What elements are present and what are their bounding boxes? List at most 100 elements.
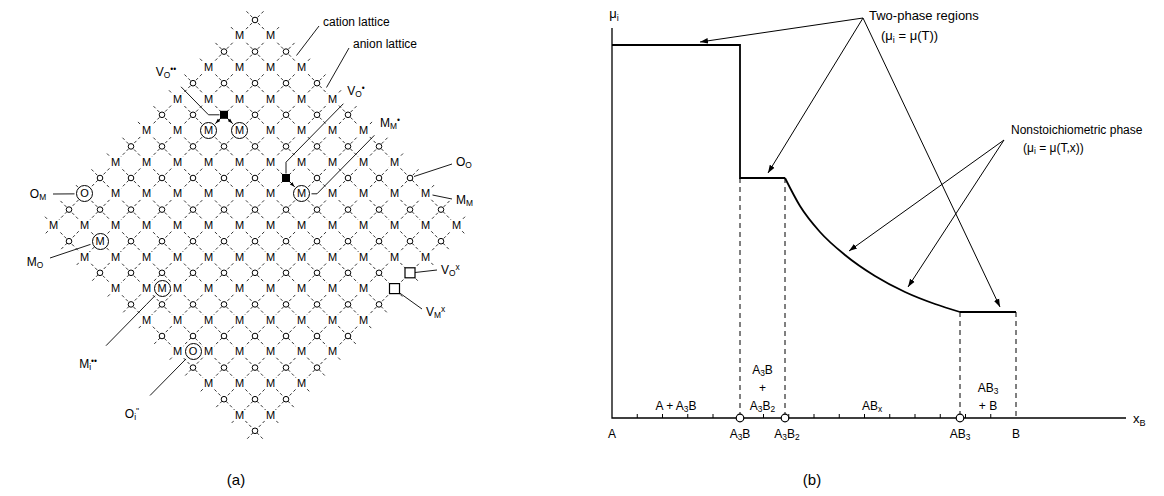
anion-site (376, 270, 382, 276)
anion-site (190, 302, 196, 308)
lattice-line (246, 217, 465, 440)
site-letter: M (95, 236, 104, 247)
lattice-site-letter: M (420, 252, 431, 263)
annotation: (μi = μ(T)) (880, 28, 939, 44)
anion-site (252, 396, 258, 402)
text-part: M (79, 357, 89, 371)
lattice-site-letter: M (234, 30, 245, 41)
site-letter: M (235, 125, 244, 136)
charge-transfer-arrow (228, 119, 233, 124)
defect-site-circle: O (185, 343, 202, 360)
lattice-site-letter: M (172, 188, 183, 199)
leader-line (312, 135, 375, 194)
anion-site (190, 112, 196, 118)
anion-site (97, 270, 103, 276)
compound-marker (956, 414, 964, 422)
text-part: AB (862, 399, 878, 413)
lattice-site-letter: M (172, 252, 183, 263)
anion-site (345, 175, 351, 181)
lattice-site-letter: M (203, 378, 214, 389)
anion-site (159, 207, 165, 213)
lattice-site-letter: M (327, 283, 338, 294)
text-part: A (750, 399, 758, 413)
lattice-site-letter: M (296, 157, 307, 168)
leader-line (286, 104, 343, 174)
axis-tick (687, 414, 688, 418)
anion-site (159, 175, 165, 181)
leader-line (414, 164, 452, 177)
anion-site (128, 144, 134, 150)
defect-site-circle: M (200, 122, 217, 139)
axis-tick (915, 414, 916, 418)
lattice-site-letter: M (203, 315, 214, 326)
lattice-site-letter: M (358, 315, 369, 326)
anion-site (283, 396, 289, 402)
lattice-site-letter: M (358, 252, 369, 263)
text-part: B (689, 399, 697, 413)
anion-site (345, 302, 351, 308)
text-part: •• (91, 356, 97, 366)
anion-site (283, 238, 289, 244)
text-part: x (456, 262, 460, 272)
lattice-site-letter: M (110, 188, 121, 199)
text-part: 2 (795, 432, 800, 442)
phase-boundary-line (740, 178, 741, 418)
text-part: M (456, 193, 466, 207)
defect-label: VOx (440, 263, 461, 277)
leader-line (433, 195, 453, 199)
neutral-vacancy (390, 284, 400, 294)
text-part: M (380, 116, 390, 130)
lattice-line (138, 106, 357, 329)
anion-site (314, 80, 320, 86)
text-part: B (765, 363, 773, 377)
text-part: 3 (760, 368, 765, 378)
anion-site (97, 175, 103, 181)
text-part: M (27, 255, 37, 269)
anion-site (159, 144, 165, 150)
two-phase-plateau (960, 311, 1016, 313)
lattice-line (76, 43, 295, 266)
lattice-site-letter: M (48, 220, 59, 231)
two-phase-plateau (612, 45, 785, 178)
composition-label: A3B (729, 427, 752, 441)
site-letter: M (297, 188, 306, 199)
text-part: M (466, 198, 473, 208)
lattice-line (107, 75, 326, 298)
leader-line (106, 296, 155, 346)
lattice-site-letter: M (296, 283, 307, 294)
axis-tick (990, 414, 991, 418)
leader-line (297, 26, 320, 56)
lattice-site-letter: M (265, 157, 276, 168)
anion-site (221, 302, 227, 308)
lattice-site-letter: M (110, 283, 121, 294)
anion-site (252, 428, 258, 434)
site-letter: O (189, 346, 198, 357)
axis-label: μi (608, 6, 620, 22)
defect-label: Oi'' (124, 407, 140, 421)
lattice-site-letter: M (172, 125, 183, 136)
lattice-line (200, 59, 419, 282)
axis-tick (965, 414, 966, 418)
defect-label: Mi•• (78, 357, 98, 371)
annotation: Two-phase regions (868, 8, 980, 24)
site-label: OO (455, 155, 473, 169)
anion-site (252, 270, 258, 276)
region-label: + (758, 381, 767, 395)
lattice-site-letter: M (296, 220, 307, 231)
region-label: + B (978, 399, 998, 413)
anion-site (252, 112, 258, 118)
lattice-line (215, 185, 434, 408)
anion-site (314, 365, 320, 371)
axis-tick (839, 414, 840, 418)
lattice-site-letter: M (358, 157, 369, 168)
text-part: O (449, 268, 456, 278)
text-part: A (774, 427, 782, 441)
defect-label: VO• (346, 84, 365, 98)
text-part: x (878, 404, 882, 414)
anion-site (190, 207, 196, 213)
lattice-site-letter: M (265, 220, 276, 231)
lattice-site-letter: M (389, 220, 400, 231)
lattice-line (184, 75, 403, 298)
anion-site (190, 238, 196, 244)
